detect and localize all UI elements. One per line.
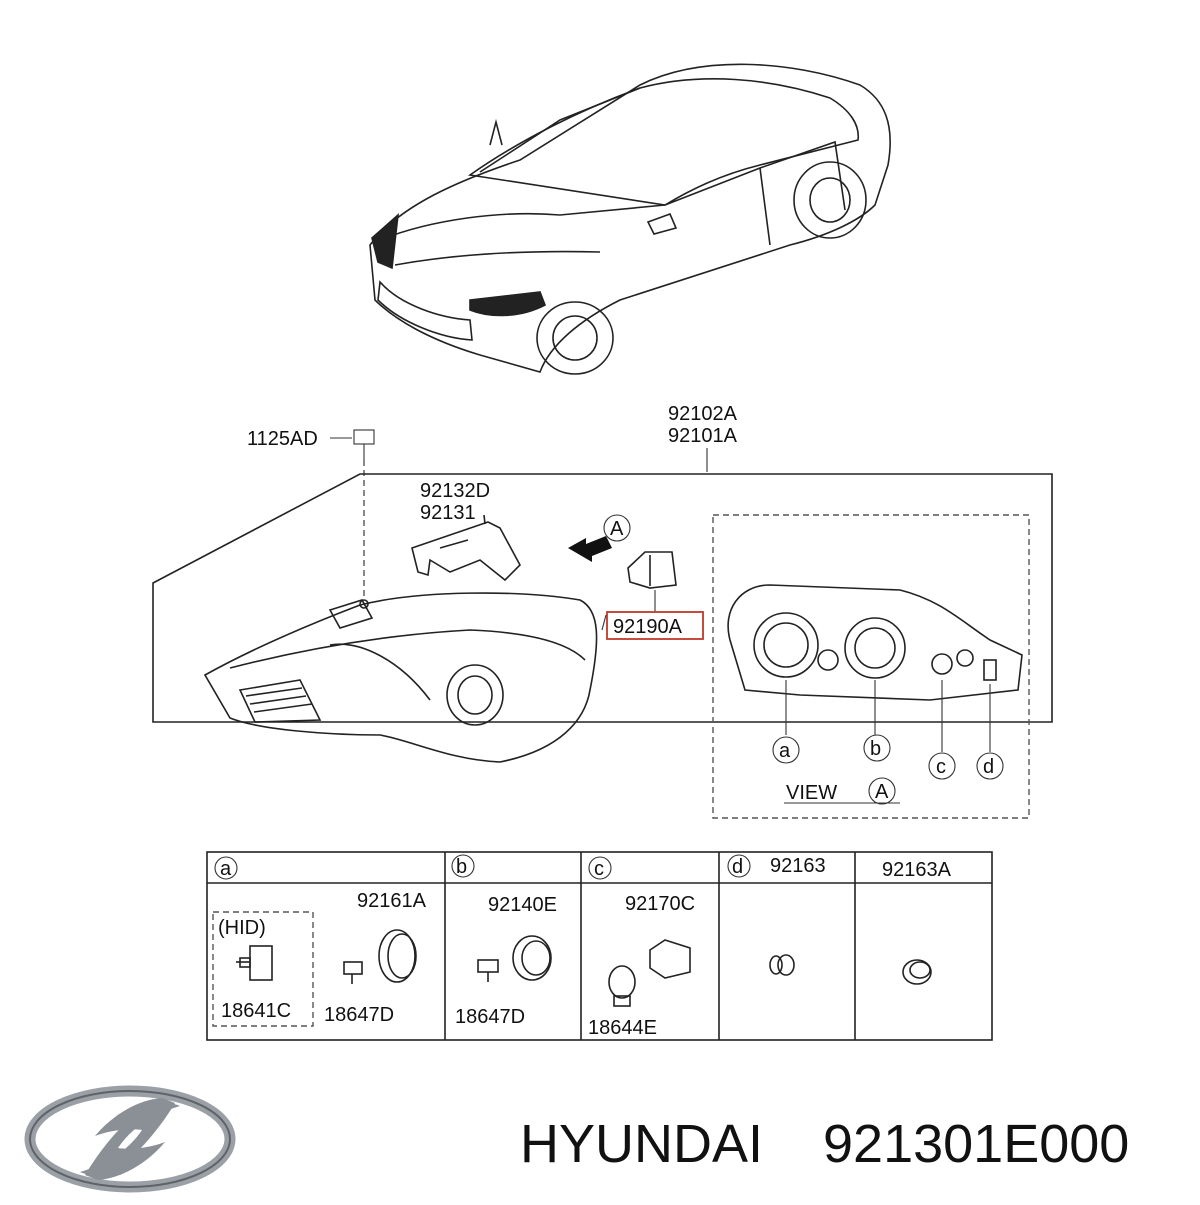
svg-text:92163: 92163 — [770, 855, 826, 877]
view-marker-circle — [603, 514, 631, 542]
view-label-marker: A — [875, 781, 889, 803]
socket-label: 92190A — [613, 616, 683, 638]
headlamp-drawing — [203, 592, 598, 763]
socket-pointer — [601, 614, 607, 631]
assembly-label-1: 92102A — [668, 403, 738, 425]
view-label-marker-circle — [868, 777, 896, 805]
bulb-marker-a: a — [772, 736, 800, 764]
cell-a-ring: 92161A — [357, 890, 427, 912]
socket-highlight-box — [606, 611, 704, 640]
svg-text:a: a — [779, 740, 791, 762]
view-arrow-icon — [568, 536, 612, 562]
bulb-marker-c: c — [928, 752, 956, 780]
assembly-frame — [152, 473, 1053, 723]
assembly-label-group: 92102A 92101A — [668, 403, 738, 447]
cell-b-ring: 92140E — [488, 894, 557, 916]
cell-b-bulb: 18647D — [455, 1006, 525, 1028]
svg-text:c: c — [936, 756, 946, 778]
svg-text:b: b — [456, 856, 467, 878]
table-header-e: 92163A — [882, 859, 952, 881]
table-header-a: a — [214, 856, 238, 880]
bracket-label-1: 92132D — [420, 480, 490, 502]
car-illustration — [369, 63, 891, 375]
bulb-table: a b c d 92163 92163A (HID) 18641C 92161A — [206, 851, 993, 1041]
svg-text:a: a — [220, 858, 232, 880]
bolt-icon — [353, 429, 375, 460]
hid-bulb-icon — [236, 945, 273, 981]
table-header-b: b — [451, 854, 475, 878]
bulb-c-icon — [608, 965, 636, 1007]
brand-name: HYUNDAI — [520, 1114, 763, 1174]
view-label: VIEW — [786, 782, 837, 804]
bracket-icon — [411, 514, 521, 582]
assembly-label-2: 92101A — [668, 425, 738, 447]
view-marker-letter: A — [610, 518, 624, 540]
bulb-marker-d: d — [976, 752, 1004, 780]
ring-a-icon — [378, 929, 417, 983]
svg-text:c: c — [594, 858, 604, 880]
view-a-box — [712, 514, 1030, 819]
bulb-d-small-icon — [769, 954, 795, 976]
cell-a-bulb: 18647D — [324, 1004, 394, 1026]
svg-text:d: d — [983, 756, 994, 778]
bulb-a-icon — [343, 961, 363, 984]
cell-a-hid-bulb: 18641C — [221, 1000, 291, 1022]
svg-text:d: d — [732, 856, 743, 878]
socket-c-icon — [649, 939, 691, 979]
hyundai-logo-icon — [24, 1085, 236, 1193]
cell-c-socket: 92170C — [625, 893, 695, 915]
bolt-label: 1125AD — [247, 428, 318, 450]
socket-icon — [627, 551, 677, 589]
headlamp-rear-view — [727, 584, 1023, 701]
svg-text:b: b — [870, 738, 881, 760]
cell-c-bulb: 18644E — [588, 1017, 657, 1039]
bulb-marker-b: b — [863, 734, 891, 762]
cell-a-hid: (HID) — [218, 917, 266, 939]
table-header-c: c — [588, 856, 612, 880]
table-header-d: d 92163 — [727, 854, 826, 878]
bracket-label-2: 92131 — [420, 502, 476, 524]
part-number: 921301E000 — [823, 1114, 1129, 1174]
ring-b-icon — [512, 935, 552, 981]
hid-dashed-box — [212, 911, 314, 1027]
bulb-b-icon — [477, 959, 499, 982]
bulb-e-small-icon — [902, 959, 932, 985]
